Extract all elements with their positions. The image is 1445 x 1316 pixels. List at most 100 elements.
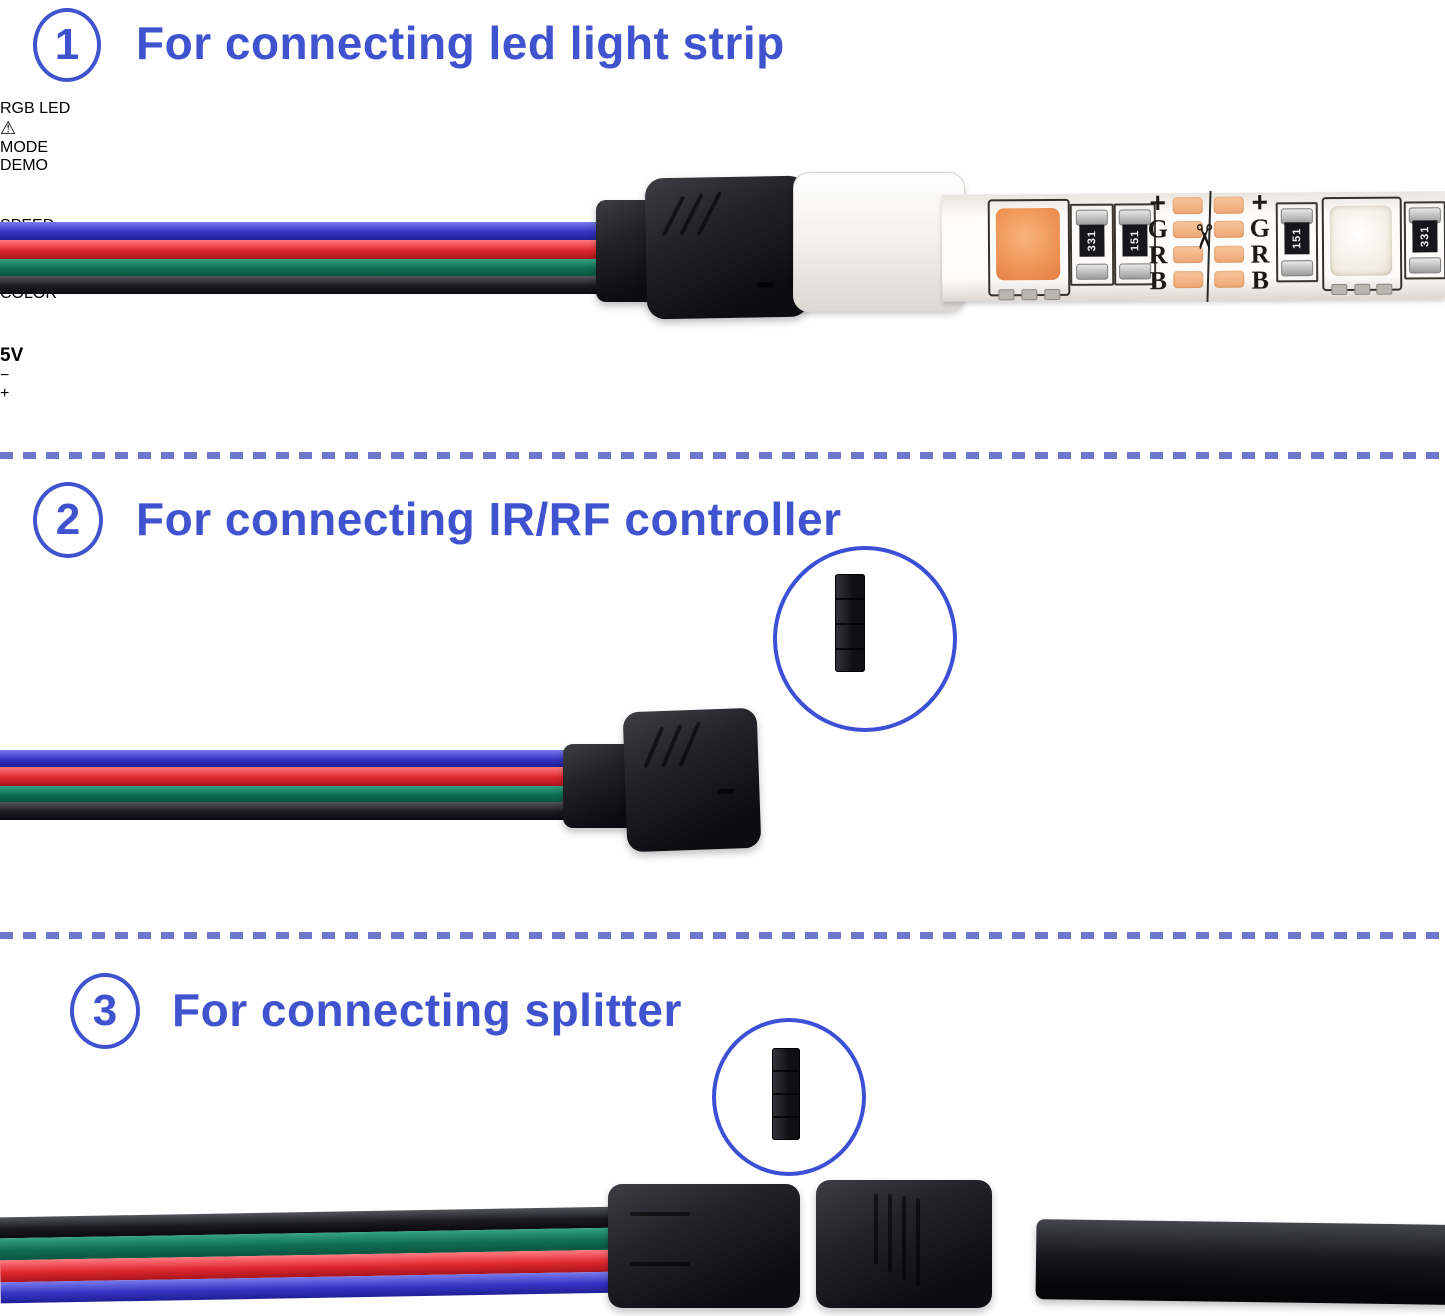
groove-line	[874, 1194, 878, 1264]
pad-label: R	[1250, 239, 1270, 269]
resistor-body: 151	[1284, 222, 1310, 255]
controller-output-cable	[0, 400, 213, 464]
resistor-body: 331	[1079, 224, 1105, 257]
groove-line	[643, 726, 665, 769]
led-chip-outline	[987, 198, 1071, 301]
gold-pin	[736, 1083, 768, 1090]
four-pin-male-connector	[788, 574, 910, 672]
resistor-body: 331	[1412, 220, 1438, 253]
chip-lead	[1331, 283, 1348, 296]
gold-pin	[736, 1069, 772, 1076]
relief-rib	[0, 545, 20, 641]
groove-line	[888, 1194, 892, 1272]
led-light-strip: 331 151 + G R B ✂	[941, 186, 1445, 302]
pin-divider	[835, 598, 865, 600]
pin-divider	[772, 1070, 800, 1072]
resistor-cap	[1076, 263, 1109, 280]
pad-label: G	[1147, 214, 1169, 244]
pin-divider	[835, 648, 865, 650]
groove-line	[916, 1198, 920, 1286]
resistor-cap	[1281, 260, 1314, 277]
junction-pins	[0, 461, 18, 545]
gold-pin	[736, 1090, 768, 1097]
groove-line	[630, 1262, 690, 1266]
pin-socket	[0, 56, 40, 78]
wire-red	[0, 767, 600, 786]
rgb-led-label-text: RGB LED	[0, 100, 71, 117]
four-pin-male-connector-2	[736, 1048, 832, 1140]
resistor: 151	[1275, 202, 1319, 283]
solder-pad-labels-left: + G R B	[1145, 187, 1172, 296]
wire-green	[0, 259, 614, 276]
mold-mark	[756, 282, 774, 288]
step-1-badge: 1	[33, 8, 101, 82]
resistor-label: 151	[1128, 229, 1142, 252]
step-1-number: 1	[54, 20, 80, 69]
mode-demo-button[interactable]: MODE DEMO	[0, 139, 78, 217]
rgb-wire-ribbon-3	[0, 1206, 621, 1304]
wire-blue	[0, 222, 614, 240]
callout-circle-pin	[773, 546, 957, 732]
pin-socket	[0, 509, 18, 525]
pin-socket	[0, 477, 18, 493]
led-5050-chip	[1329, 205, 1393, 277]
groove-line	[678, 721, 701, 767]
callout-circle-pin-2	[712, 1018, 866, 1176]
groove-line	[630, 1212, 690, 1216]
resistor-label: 331	[1085, 229, 1099, 252]
pin-divider	[772, 1116, 800, 1118]
voltage-label: 5V	[0, 345, 24, 366]
wire-blue	[0, 750, 600, 767]
pad-label: B	[1149, 266, 1168, 296]
plus-glyph: +	[0, 385, 10, 402]
resistor: 331	[1069, 203, 1115, 286]
rgb-led-label: RGB LED	[0, 100, 1445, 118]
solder-pad	[1213, 220, 1244, 238]
step-2-badge: 2	[33, 482, 103, 558]
step-2-title: For connecting IR/RF controller	[136, 493, 842, 545]
pin-header-body	[772, 1048, 800, 1140]
chip-lead	[1021, 289, 1038, 301]
led-chip-outline	[1321, 196, 1403, 296]
pin-divider	[772, 1093, 800, 1095]
four-pin-female-connector-2	[622, 707, 762, 853]
step-3-number: 3	[92, 986, 118, 1035]
pad-label: B	[1251, 265, 1270, 295]
gold-pin	[736, 1097, 768, 1104]
gold-pin	[736, 1076, 768, 1083]
solder-pad	[1172, 196, 1203, 215]
step-2-number: 2	[55, 495, 81, 544]
chip-lead	[998, 289, 1015, 301]
demo-label: DEMO	[0, 157, 48, 174]
solder-pad-labels-right: + G R B	[1247, 186, 1274, 295]
mold-mark	[717, 788, 734, 795]
pin-divider	[835, 623, 865, 625]
chip-lead	[1044, 288, 1061, 301]
wire-black	[0, 276, 614, 294]
relief-rib	[0, 641, 18, 719]
minus-terminal-icon: −	[0, 367, 1445, 385]
plus-terminal-icon: +	[0, 385, 1445, 403]
strip-clip-connector-1	[644, 175, 810, 320]
resistor-body: 151	[1122, 224, 1148, 257]
step-3-title: For connecting splitter	[172, 984, 682, 1036]
resistor-label: 331	[1418, 225, 1432, 248]
pin-socket-teeth	[0, 0, 40, 101]
solder-pad	[1213, 245, 1245, 263]
solder-pad	[1214, 270, 1245, 288]
step-1-title: For connecting led light strip	[136, 17, 785, 69]
groove-line	[902, 1196, 906, 1280]
connector-white-sleeve	[793, 172, 965, 312]
led-5050-chip	[995, 207, 1061, 281]
rgb-wire-ribbon-1	[0, 222, 614, 294]
mode-label: MODE	[0, 139, 48, 156]
pad-label: G	[1249, 213, 1271, 243]
mode-demo-label: MODE DEMO	[0, 139, 78, 175]
section-divider-1	[0, 452, 1445, 459]
color-button[interactable]: COLOR	[0, 285, 60, 345]
chip-lead	[1376, 283, 1393, 295]
solder-pad	[1173, 270, 1204, 289]
pin-socket	[0, 493, 18, 509]
splitter-output-cable	[1035, 1219, 1445, 1305]
